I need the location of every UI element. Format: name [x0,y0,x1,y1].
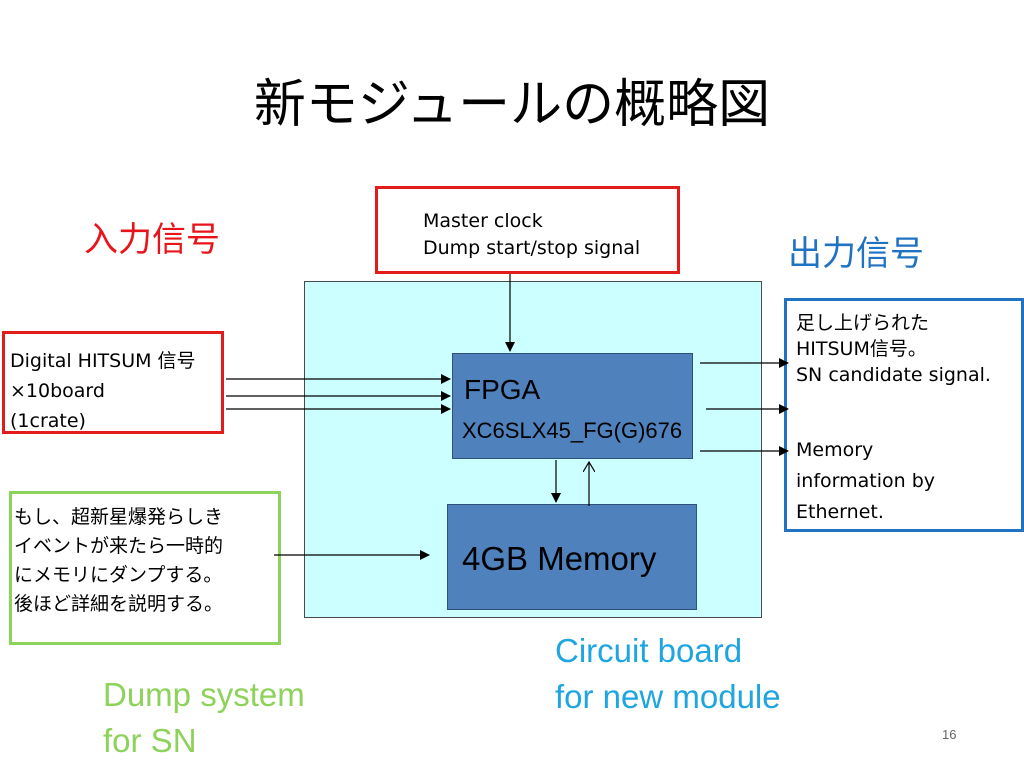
hitsum-line-1: Digital HITSUM 信号 [10,350,196,372]
hitsum-input-box [2,331,224,434]
supernova-line-2: イベントが来たら一時的 [14,535,224,557]
circuit-caption-line-1: Circuit board [555,632,743,669]
output-line-5: information by [796,470,936,492]
supernova-line-4: 後ほど詳細を説明する。 [14,593,224,615]
memory-block [447,504,697,610]
page-number: 16 [942,727,957,742]
supernova-line-1: もし、超新星爆発らしき [14,506,224,528]
circuit-board-caption: Circuit board for new module [555,628,781,720]
fpga-part-number: XC6SLX45_FG(G)676 [462,418,683,443]
dump-caption-line-1: Dump system [103,676,305,713]
hitsum-line-3: (1crate) [10,410,86,432]
clock-signal-box [375,186,680,274]
slide-title: 新モジュールの概略図 [253,75,771,135]
output-line-3: SN candidate signal. [796,364,991,386]
memory-name: 4GB Memory [462,540,657,577]
fpga-name: FPGA [464,374,541,405]
input-signal-label: 入力信号 [84,220,220,260]
output-signal-box [784,298,1024,532]
output-signal-label: 出力信号 [788,234,924,274]
hitsum-input-text: Digital HITSUM 信号 ×10board (1crate) [10,346,210,436]
output-line-2: HITSUM信号。 [796,338,927,360]
supernova-dump-text: もし、超新星爆発らしき イベントが来たら一時的 にメモリにダンプする。 後ほど詳… [14,503,279,619]
output-memory-text: Memory information by Ethernet. [796,435,935,528]
clock-line-1: Master clock [423,210,543,232]
fpga-block [452,353,693,459]
clock-signal-text: Master clock Dump start/stop signal [423,208,640,262]
supernova-dump-box [9,491,281,645]
output-line-6: Ethernet. [796,501,884,523]
dump-system-caption: Dump system for SN [103,672,305,764]
clock-line-2: Dump start/stop signal [423,237,641,259]
output-line-4: Memory [796,439,874,461]
hitsum-line-2: ×10board [10,380,105,402]
circuit-caption-line-2: for new module [555,678,781,715]
dump-caption-line-2: for SN [103,722,197,759]
supernova-line-3: にメモリにダンプする。 [14,564,223,586]
output-line-1: 足し上げられた [796,312,930,334]
output-hitsum-text: 足し上げられた HITSUM信号。 SN candidate signal. [796,310,991,388]
